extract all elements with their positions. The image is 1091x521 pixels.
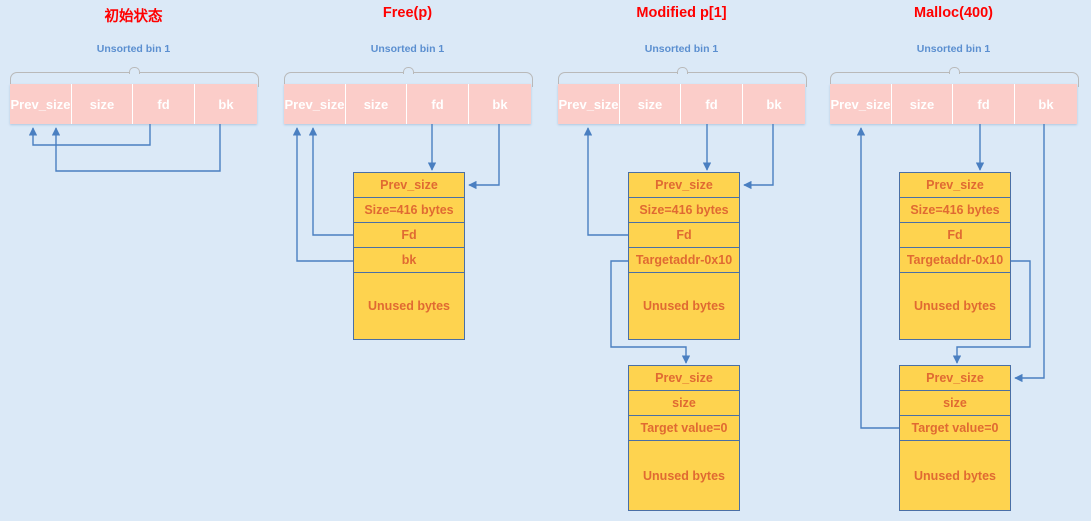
bin-brace-notch-initial [129, 67, 140, 74]
arrow-c3-bk-to-chunk [743, 124, 774, 190]
chunk-row-size: Size=416 bytes [629, 198, 739, 223]
chunk-malloc-upper: Prev_size Size=416 bytes Fd Targetaddr-0… [899, 172, 1011, 340]
chunk-row-unused-bytes: Unused bytes [354, 273, 464, 339]
bin-brace-notch-modified [677, 67, 688, 74]
arrow-c2-bk-to-chunk [468, 124, 500, 190]
chunk-row-target-value: Target value=0 [900, 416, 1010, 441]
bin-row-initial: Prev_size size fd bk [10, 84, 257, 124]
chunk-row-bk: bk [354, 248, 464, 273]
chunk-row-target-value: Target value=0 [629, 416, 739, 441]
bin-cell-size[interactable]: size [72, 84, 133, 124]
arrow-c4-targetvalue-to-bin [856, 127, 899, 429]
chunk-row-prev-size: Prev_size [900, 173, 1010, 198]
column-title-malloc: Malloc(400) [914, 5, 993, 21]
bin-label-initial: Unsorted bin 1 [96, 43, 171, 55]
bin-cell-bk[interactable]: bk [469, 84, 531, 124]
bin-row-free: Prev_size size fd bk [284, 84, 531, 124]
bin-cell-fd[interactable]: fd [133, 84, 195, 124]
chunk-row-prev-size: Prev_size [629, 366, 739, 391]
arrow-c3-chunkfd-to-bin [583, 127, 628, 236]
chunk-modified-upper: Prev_size Size=416 bytes Fd Targetaddr-0… [628, 172, 740, 340]
chunk-row-unused-bytes: Unused bytes [629, 273, 739, 339]
chunk-modified-lower: Prev_size size Target value=0 Unused byt… [628, 365, 740, 511]
bin-row-malloc: Prev_size size fd bk [830, 84, 1077, 124]
bin-cell-size[interactable]: size [620, 84, 681, 124]
bin-cell-bk[interactable]: bk [1015, 84, 1077, 124]
chunk-row-prev-size: Prev_size [354, 173, 464, 198]
chunk-row-unused-bytes: Unused bytes [629, 441, 739, 510]
bin-cell-prev-size[interactable]: Prev_size [830, 84, 892, 124]
arrow-c1-fd-to-prev [28, 124, 151, 146]
chunk-row-fd: Fd [354, 223, 464, 248]
bin-label-free: Unsorted bin 1 [370, 43, 445, 55]
chunk-row-size: size [900, 391, 1010, 416]
bin-cell-size[interactable]: size [346, 84, 407, 124]
bin-label-malloc: Unsorted bin 1 [916, 43, 991, 55]
column-title-modified: Modified p[1] [636, 5, 727, 21]
bin-cell-bk[interactable]: bk [195, 84, 257, 124]
chunk-row-size: size [629, 391, 739, 416]
bin-brace-notch-free [403, 67, 414, 74]
chunk-row-prev-size: Prev_size [900, 366, 1010, 391]
chunk-free-p: Prev_size Size=416 bytes Fd bk Unused by… [353, 172, 465, 340]
chunk-row-prev-size: Prev_size [629, 173, 739, 198]
bin-label-modified: Unsorted bin 1 [644, 43, 719, 55]
chunk-row-fd: Fd [900, 223, 1010, 248]
chunk-row-unused-bytes: Unused bytes [900, 441, 1010, 510]
chunk-row-targetaddr: Targetaddr-0x10 [629, 248, 739, 273]
bin-cell-prev-size[interactable]: Prev_size [558, 84, 620, 124]
bin-cell-fd[interactable]: fd [681, 84, 743, 124]
chunk-row-fd: Fd [629, 223, 739, 248]
bin-cell-prev-size[interactable]: Prev_size [284, 84, 346, 124]
bin-cell-prev-size[interactable]: Prev_size [10, 84, 72, 124]
arrow-c1-bk-to-prev [51, 124, 221, 172]
bin-row-modified: Prev_size size fd bk [558, 84, 805, 124]
chunk-row-size: Size=416 bytes [354, 198, 464, 223]
bin-cell-size[interactable]: size [892, 84, 953, 124]
bin-cell-fd[interactable]: fd [407, 84, 469, 124]
chunk-malloc-lower: Prev_size size Target value=0 Unused byt… [899, 365, 1011, 511]
bin-cell-bk[interactable]: bk [743, 84, 805, 124]
arrow-c2-chunkfd-to-bin [308, 127, 353, 236]
bin-cell-fd[interactable]: fd [953, 84, 1015, 124]
arrow-c2-chunkbk-to-bin [292, 127, 353, 262]
chunk-row-targetaddr: Targetaddr-0x10 [900, 248, 1010, 273]
chunk-row-unused-bytes: Unused bytes [900, 273, 1010, 339]
bin-brace-notch-malloc [949, 67, 960, 74]
chunk-row-size: Size=416 bytes [900, 198, 1010, 223]
column-title-free: Free(p) [382, 5, 433, 21]
arrow-c4-bk-to-lower [1014, 124, 1045, 383]
column-title-initial: 初始状态 [104, 9, 163, 25]
